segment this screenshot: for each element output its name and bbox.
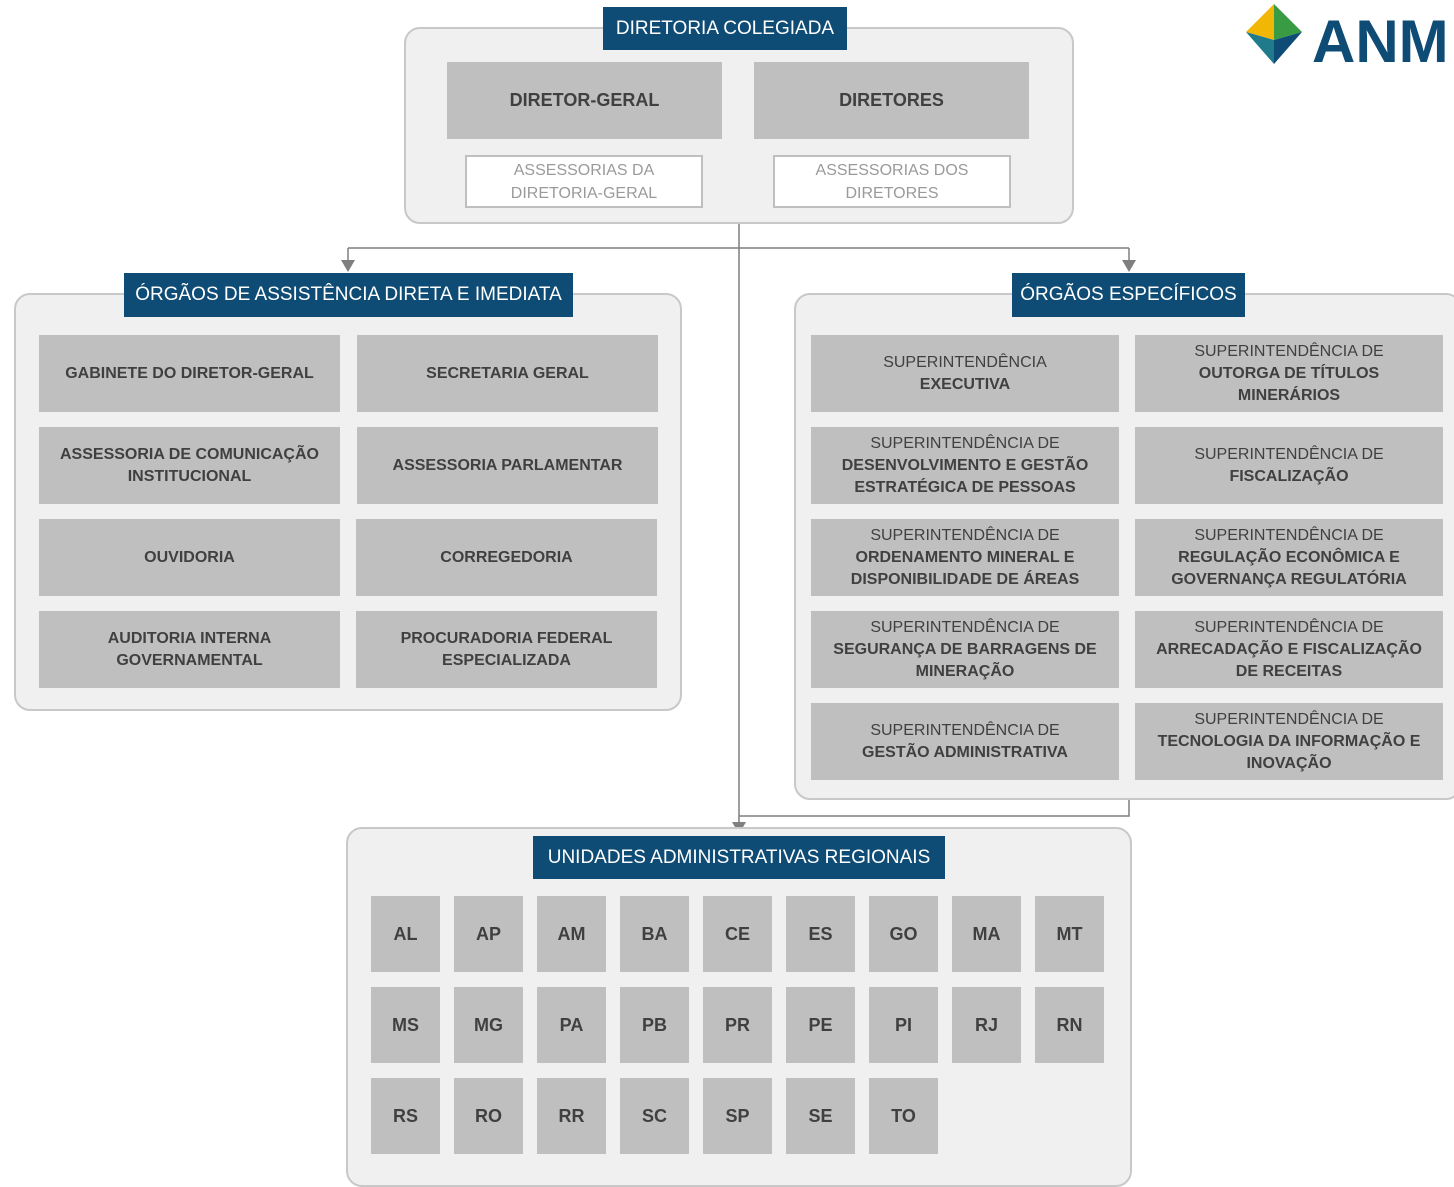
unit-name-line: INSTITUCIONAL <box>127 467 252 485</box>
state-unit-rj: RJ <box>952 987 1021 1063</box>
assistencia-unit-box: CORREGEDORIA <box>356 519 657 596</box>
superintendencia-name-line: FISCALIZAÇÃO <box>1229 468 1349 485</box>
assistencia-unit-box: AUDITORIA INTERNA GOVERNAMENTAL <box>39 611 340 688</box>
state-unit-rs: RS <box>371 1078 440 1154</box>
superintendencia-prefix: SUPERINTENDÊNCIA DE <box>1194 343 1384 360</box>
state-unit-am: AM <box>537 896 606 972</box>
state-unit-ap: AP <box>454 896 523 972</box>
state-unit-mt: MT <box>1035 896 1104 972</box>
anm-emblem-icon: ANM <box>1246 4 1449 75</box>
state-unit-pr: PR <box>703 987 772 1063</box>
unit-name-line: AUDITORIA INTERNA <box>107 629 272 647</box>
superintendencia-name-line: GESTÃO ADMINISTRATIVA <box>862 744 1068 761</box>
assessorias-diretores-box: ASSESSORIAS DOS DIRETORES <box>773 155 1011 208</box>
diretoria-colegiada-header: DIRETORIA COLEGIADA <box>603 7 847 50</box>
state-unit-rr: RR <box>537 1078 606 1154</box>
unit-name-line: PROCURADORIA FEDERAL <box>400 629 613 647</box>
superintendencia-prefix: SUPERINTENDÊNCIA DE <box>870 619 1060 636</box>
superintendencia-name-line: EXECUTIVA <box>919 376 1011 393</box>
assistencia-unit-box: ASSESSORIA PARLAMENTAR <box>357 427 658 504</box>
assistencia-direta-header: ÓRGÃOS DE ASSISTÊNCIA DIRETA E IMEDIATA <box>124 273 573 317</box>
superintendencia-name-line: TECNOLOGIA DA INFORMAÇÃO E <box>1157 733 1421 750</box>
state-unit-pa: PA <box>537 987 606 1063</box>
superintendencia-name-line: DESENVOLVIMENTO E GESTÃO <box>841 457 1089 474</box>
state-unit-se: SE <box>786 1078 855 1154</box>
superintendencia-box: SUPERINTENDÊNCIA EXECUTIVA <box>811 335 1119 412</box>
state-unit-al: AL <box>371 896 440 972</box>
superintendencia-box: SUPERINTENDÊNCIA DE OUTORGA DE TÍTULOS MIN… <box>1135 335 1443 412</box>
superintendencia-name-line: ESTRATÉGICA DE PESSOAS <box>854 479 1076 496</box>
superintendencia-name-line: OUTORGA DE TÍTULOS <box>1198 365 1380 382</box>
state-unit-go: GO <box>869 896 938 972</box>
assistencia-unit-box: OUVIDORIA <box>39 519 340 596</box>
superintendencia-name-line: MINERAÇÃO <box>915 663 1015 680</box>
outline-line: DIRETORES <box>845 184 939 202</box>
superintendencia-name-line: REGULAÇÃO ECONÔMICA E <box>1178 549 1400 566</box>
assistencia-unit-box: ASSESSORIA DE COMUNICAÇÃO INSTITUCIONAL <box>39 427 340 504</box>
state-unit-ba: BA <box>620 896 689 972</box>
state-unit-to: TO <box>869 1078 938 1154</box>
unit-name-line: SECRETARIA GERAL <box>426 364 589 382</box>
unit-name-line: GOVERNAMENTAL <box>116 651 263 669</box>
state-unit-rn: RN <box>1035 987 1104 1063</box>
assistencia-unit-box: PROCURADORIA FEDERAL ESPECIALIZADA <box>356 611 657 688</box>
superintendencia-name-line: DE RECEITAS <box>1235 663 1343 680</box>
superintendencia-prefix: SUPERINTENDÊNCIA DE <box>870 527 1060 544</box>
superintendencia-prefix: SUPERINTENDÊNCIA DE <box>1194 711 1384 728</box>
unit-name-line: ASSESSORIA PARLAMENTAR <box>392 456 623 474</box>
superintendencia-name-line: MINERÁRIOS <box>1237 387 1341 404</box>
anm-logo: ANM <box>1238 0 1454 75</box>
unidades-regionais-header: UNIDADES ADMINISTRATIVAS REGIONAIS <box>533 836 945 879</box>
state-unit-ro: RO <box>454 1078 523 1154</box>
state-unit-sp: SP <box>703 1078 772 1154</box>
state-unit-pi: PI <box>869 987 938 1063</box>
state-unit-ms: MS <box>371 987 440 1063</box>
unit-name-line: OUVIDORIA <box>144 548 235 566</box>
state-unit-ce: CE <box>703 896 772 972</box>
superintendencia-prefix: SUPERINTENDÊNCIA DE <box>1194 619 1384 636</box>
unit-name-line: ESPECIALIZADA <box>442 651 571 669</box>
superintendencia-box: SUPERINTENDÊNCIA DE FISCALIZAÇÃO <box>1135 427 1443 504</box>
state-unit-pe: PE <box>786 987 855 1063</box>
unit-name-line: CORREGEDORIA <box>440 548 573 566</box>
superintendencia-box: SUPERINTENDÊNCIA DE SEGURANÇA DE BARRAGEN… <box>811 611 1119 688</box>
state-unit-ma: MA <box>952 896 1021 972</box>
state-unit-pb: PB <box>620 987 689 1063</box>
superintendencia-prefix: SUPERINTENDÊNCIA DE <box>870 435 1060 452</box>
superintendencia-box: SUPERINTENDÊNCIA DE REGULAÇÃO ECONÔMICA E… <box>1135 519 1443 596</box>
superintendencia-name-line: ORDENAMENTO MINERAL E <box>855 549 1075 566</box>
superintendencia-box: SUPERINTENDÊNCIA DE TECNOLOGIA DA INFORMA… <box>1135 703 1443 780</box>
superintendencia-box: SUPERINTENDÊNCIA DE ORDENAMENTO MINERAL E… <box>811 519 1119 596</box>
superintendencia-prefix: SUPERINTENDÊNCIA DE <box>1194 446 1384 463</box>
superintendencia-box: SUPERINTENDÊNCIA DE GESTÃO ADMINISTRATIVA <box>811 703 1119 780</box>
superintendencia-name-line: GOVERNANÇA REGULATÓRIA <box>1171 571 1407 588</box>
assistencia-unit-box: GABINETE DO DIRETOR-GERAL <box>39 335 340 412</box>
orgaos-especificos-header: ÓRGÃOS ESPECÍFICOS <box>1012 273 1245 317</box>
outline-line: ASSESSORIAS DOS <box>815 161 969 179</box>
logo-text: ANM <box>1312 8 1449 72</box>
superintendencia-box: SUPERINTENDÊNCIA DE ARRECADAÇÃO E FISCALI… <box>1135 611 1443 688</box>
superintendencia-prefix: SUPERINTENDÊNCIA DE <box>1194 527 1384 544</box>
state-unit-es: ES <box>786 896 855 972</box>
superintendencia-name-line: INOVAÇÃO <box>1246 755 1332 772</box>
superintendencia-prefix: SUPERINTENDÊNCIA <box>883 354 1047 371</box>
outline-line: ASSESSORIAS DA <box>513 161 655 179</box>
diretores-box: DIRETORES <box>754 62 1029 139</box>
assessorias-diretoria-geral-box: ASSESSORIAS DA DIRETORIA-GERAL <box>465 155 703 208</box>
superintendencia-name-line: DISPONIBILIDADE DE ÁREAS <box>850 571 1080 588</box>
diretor-geral-box: DIRETOR-GERAL <box>447 62 722 139</box>
unit-name-line: ASSESSORIA DE COMUNICAÇÃO <box>60 445 319 463</box>
superintendencia-name-line: ARRECADAÇÃO E FISCALIZAÇÃO <box>1156 641 1422 658</box>
state-unit-sc: SC <box>620 1078 689 1154</box>
superintendencia-prefix: SUPERINTENDÊNCIA DE <box>870 722 1060 739</box>
state-unit-mg: MG <box>454 987 523 1063</box>
superintendencia-name-line: SEGURANÇA DE BARRAGENS DE <box>833 641 1097 658</box>
unit-name-line: GABINETE DO DIRETOR-GERAL <box>65 364 314 382</box>
assistencia-unit-box: SECRETARIA GERAL <box>357 335 658 412</box>
outline-line: DIRETORIA-GERAL <box>510 184 658 202</box>
superintendencia-box: SUPERINTENDÊNCIA DE DESENVOLVIMENTO E GES… <box>811 427 1119 504</box>
